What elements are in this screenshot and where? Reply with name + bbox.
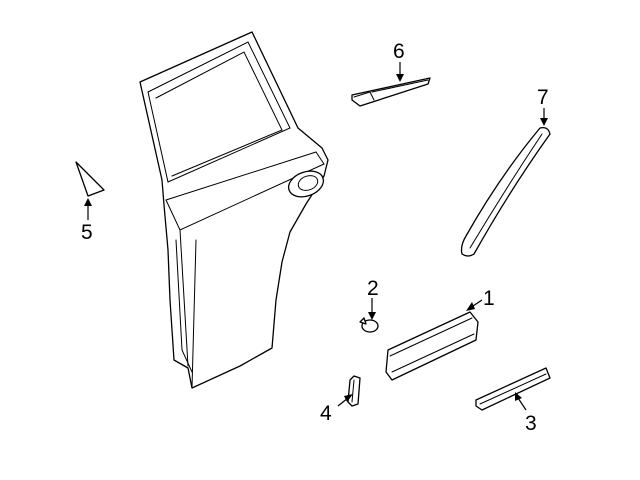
callout-4: 4 <box>320 402 332 425</box>
callout-5: 5 <box>81 221 93 244</box>
rear-door-shell <box>139 31 329 389</box>
part-1-side-molding <box>385 311 479 381</box>
part-6-frame-trim <box>351 77 431 107</box>
leader-5 <box>84 198 92 220</box>
part-7-wheel-arch-molding <box>460 126 551 257</box>
part-3-lower-molding <box>475 367 551 411</box>
leader-6 <box>396 62 404 82</box>
callout-2: 2 <box>367 277 379 300</box>
part-2-clip <box>359 317 379 333</box>
callout-1: 1 <box>483 287 495 310</box>
leader-2 <box>368 298 376 320</box>
callout-7: 7 <box>537 86 549 109</box>
part-5-triangle-trim <box>75 161 105 197</box>
part-4-emblem-strip <box>347 375 361 407</box>
leader-3 <box>515 392 527 411</box>
leader-1 <box>466 299 483 311</box>
leader-4 <box>337 394 353 407</box>
callout-6: 6 <box>393 40 405 63</box>
callout-3: 3 <box>525 412 537 435</box>
leader-7 <box>540 108 548 126</box>
